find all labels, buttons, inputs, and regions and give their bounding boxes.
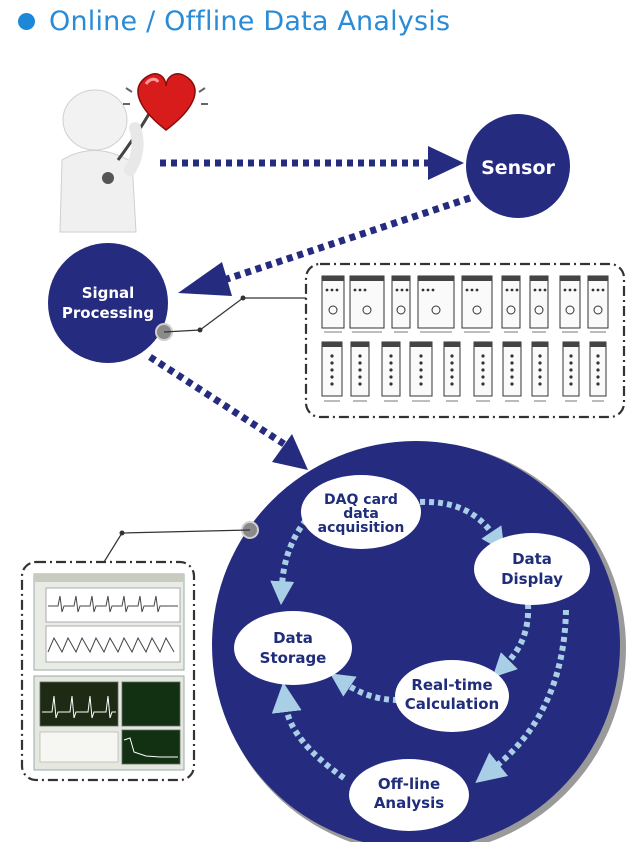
doctor-figure xyxy=(59,89,152,233)
daq-label-line2: data xyxy=(343,506,379,522)
hardware-module xyxy=(501,275,521,333)
hardware-module xyxy=(391,275,411,333)
signal-label-line1: Signal xyxy=(82,284,135,302)
data-storage-node: Data Storage xyxy=(234,611,352,685)
hardware-module xyxy=(349,275,385,333)
sensor-node: Sensor xyxy=(466,114,570,218)
arrow-daq-to-display xyxy=(419,498,505,552)
hardware-module xyxy=(473,341,493,402)
storage-label-line2: Storage xyxy=(260,649,327,667)
hardware-module xyxy=(417,275,455,333)
data-display-node: Data Display xyxy=(474,533,590,605)
display-label-line2: Display xyxy=(501,570,563,588)
hardware-module xyxy=(559,275,581,333)
arrow-realtime-to-storage xyxy=(330,673,399,703)
daq-node: DAQ card data acquisition xyxy=(301,475,421,549)
offline-analysis-node: Off-line Analysis xyxy=(349,759,469,831)
hardware-module xyxy=(461,275,493,333)
offline-label-line2: Analysis xyxy=(374,794,444,812)
display-label-line1: Data xyxy=(512,550,552,568)
arrow-to-sensor-head xyxy=(428,146,464,180)
daq-label-line1: DAQ card xyxy=(324,492,398,508)
hardware-module xyxy=(321,275,345,333)
software-screens-panel xyxy=(20,560,196,782)
hardware-module xyxy=(531,341,549,402)
connector-modules xyxy=(163,297,306,333)
realtime-label-line1: Real-time xyxy=(411,676,492,694)
hardware-module xyxy=(589,341,607,402)
hardware-module xyxy=(381,341,401,402)
hardware-module xyxy=(529,275,549,333)
arrow-to-signal-head xyxy=(178,262,232,296)
hardware-modules-panel xyxy=(304,262,626,419)
page-title: Online / Offline Data Analysis xyxy=(49,6,451,37)
heart-icon xyxy=(123,73,208,131)
arrow-to-daq xyxy=(148,354,286,447)
signal-processing-node: Signal Processing xyxy=(48,243,173,363)
arrow-to-daq-head xyxy=(272,434,308,470)
hardware-module xyxy=(409,341,433,402)
signal-label-line2: Processing xyxy=(62,304,154,322)
connector-screens xyxy=(103,529,251,563)
offline-label-line1: Off-line xyxy=(378,775,440,793)
arrow-to-signal xyxy=(216,194,472,286)
hardware-module xyxy=(502,341,522,402)
realtime-label-line2: Calculation xyxy=(405,695,499,713)
arrow-display-to-offline xyxy=(475,609,569,784)
sensor-label: Sensor xyxy=(481,157,555,179)
hardware-module xyxy=(350,341,370,402)
realtime-calculation-node: Real-time Calculation xyxy=(395,660,509,732)
arrow-offline-to-storage xyxy=(271,682,346,781)
daq-label-line3: acquisition xyxy=(318,520,405,536)
bullet-icon xyxy=(18,13,35,30)
arrow-daq-to-storage xyxy=(270,518,309,606)
header: Online / Offline Data Analysis xyxy=(18,6,450,37)
hardware-module xyxy=(587,275,609,333)
hardware-module xyxy=(321,341,343,402)
storage-label-line1: Data xyxy=(273,629,313,647)
hardware-module xyxy=(562,341,580,402)
hardware-module xyxy=(443,341,461,402)
